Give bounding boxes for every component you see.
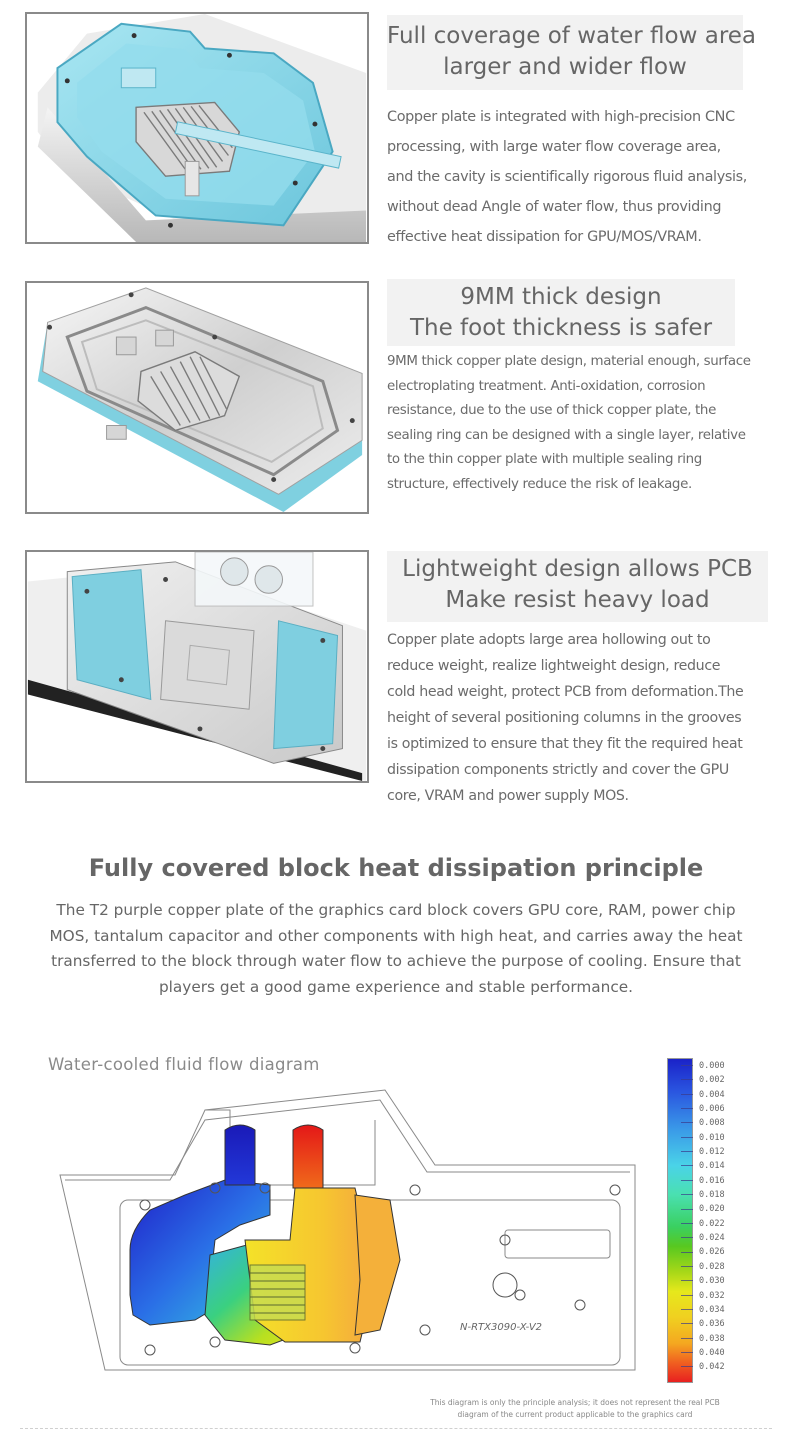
legend-tick <box>681 1093 693 1095</box>
text-line: electroplating treatment. Anti-oxidation… <box>387 378 706 394</box>
legend-tick <box>681 1151 693 1153</box>
text-line: MOS, tantalum capacitor and other compon… <box>49 926 743 945</box>
legend-label: 0.016 <box>699 1175 725 1186</box>
color-legend-bar <box>667 1058 693 1383</box>
heading-line: 9MM thick design <box>460 284 662 310</box>
text-line: resistance, due to the use of thick copp… <box>387 403 716 418</box>
text-line: dissipation components strictly and cove… <box>387 762 729 778</box>
legend-tick <box>681 1251 693 1253</box>
copper-plate-render <box>37 287 363 512</box>
legend-label: 0.030 <box>699 1276 725 1287</box>
text-line: Copper plate is integrated with high-pre… <box>387 109 735 125</box>
feature-image-lightweight <box>25 550 369 783</box>
legend-label: 0.000 <box>699 1061 725 1071</box>
legend-tick <box>681 1179 693 1181</box>
feature-image-thick-design <box>25 281 369 514</box>
text-line: transferred to the block through water f… <box>51 952 741 970</box>
legend-label: 0.002 <box>699 1075 725 1086</box>
text-line: height of several positioning columns in… <box>387 710 742 726</box>
text-line: processing, with large water flow covera… <box>387 139 721 155</box>
legend-tick <box>681 1323 693 1325</box>
heading-line: Lightweight design allows PCB <box>402 556 753 582</box>
text-line: This diagram is only the principle analy… <box>430 1398 720 1407</box>
feature-heading-thick-design: 9MM thick design The foot thickness is s… <box>387 279 735 346</box>
legend-label: 0.012 <box>699 1147 725 1158</box>
text-line: The T2 purple copper plate of the graphi… <box>56 901 736 919</box>
principle-text: The T2 purple copper plate of the graphi… <box>0 898 792 1000</box>
legend-label: 0.032 <box>699 1290 725 1301</box>
diagram-title: Water-cooled fluid flow diagram <box>48 1055 320 1074</box>
legend-tick <box>681 1079 693 1081</box>
legend-label: 0.042 <box>699 1362 725 1373</box>
legend-tick <box>681 1208 693 1210</box>
text-line: reduce weight, realize lightweight desig… <box>387 658 721 674</box>
legend-tick <box>681 1308 693 1310</box>
heading-line: The foot thickness is safer <box>409 315 713 341</box>
legend-tick <box>681 1352 693 1353</box>
text-line: and the cavity is scientifically rigorou… <box>387 169 748 185</box>
feature-text-thick-design: 9MM thick copper plate design, material … <box>387 350 751 497</box>
legend-tick <box>681 1136 693 1138</box>
text-line: diagram of the current product applicabl… <box>457 1410 693 1419</box>
legend-label: 0.036 <box>699 1319 725 1330</box>
legend-tick <box>681 1366 693 1368</box>
legend-tick <box>681 1280 693 1282</box>
legend-label: 0.006 <box>699 1104 725 1115</box>
heading-line: Make resist heavy load <box>445 587 710 613</box>
legend-label: 0.024 <box>699 1233 725 1244</box>
color-legend-labels: 0.000 0.002 0.004 0.006 0.008 0.010 0.01… <box>699 1061 725 1377</box>
legend-tick <box>681 1165 693 1167</box>
legend-tick <box>681 1265 693 1267</box>
legend-label: 0.026 <box>699 1247 725 1258</box>
text-line: structure, effectively reduce the risk o… <box>387 476 692 492</box>
legend-label: 0.018 <box>699 1190 725 1201</box>
legend-label: 0.004 <box>699 1089 725 1100</box>
feature-heading-lightweight: Lightweight design allows PCB Make resis… <box>387 551 768 622</box>
fluid-flow-diagram: N-RTX3090-X-V2 <box>59 1089 636 1371</box>
text-line: to the thin copper plate with multiple s… <box>387 452 702 467</box>
text-line: 9MM thick copper plate design, material … <box>387 354 751 369</box>
text-line: cold head weight, protect PCB from defor… <box>387 684 744 700</box>
legend-label: 0.020 <box>699 1204 725 1215</box>
text-line: without dead Angle of water flow, thus p… <box>387 199 722 215</box>
legend-tick <box>681 1294 693 1296</box>
legend-label: 0.010 <box>699 1132 725 1143</box>
legend-tick <box>681 1122 693 1124</box>
backplate-render <box>27 552 367 781</box>
text-line: Copper plate adopts large area hollowing… <box>387 632 711 648</box>
waterblock-top-render <box>37 14 367 242</box>
feature-image-water-flow <box>25 12 369 244</box>
legend-label: 0.034 <box>699 1304 725 1315</box>
feature-heading-water-flow: Full coverage of water flow area larger … <box>387 15 757 90</box>
feature-text-lightweight: Copper plate adopts large area hollowing… <box>387 627 744 809</box>
legend-label: 0.014 <box>699 1161 725 1172</box>
model-label: N-RTX3090-X-V2 <box>460 1322 542 1333</box>
legend-label: 0.028 <box>699 1261 725 1272</box>
bottom-divider <box>20 1428 772 1429</box>
feature-text-water-flow: Copper plate is integrated with high-pre… <box>387 102 747 252</box>
diagram-footnote: This diagram is only the principle analy… <box>360 1397 790 1421</box>
text-line: effective heat dissipation for GPU/MOS/V… <box>387 229 702 245</box>
legend-tick <box>681 1222 693 1224</box>
legend-label: 0.038 <box>699 1333 725 1344</box>
legend-tick <box>681 1194 693 1196</box>
legend-tick <box>681 1337 693 1339</box>
legend-tick <box>681 1237 693 1239</box>
legend-label: 0.040 <box>699 1347 725 1358</box>
heading-line: Full coverage of water flow area <box>387 23 757 49</box>
principle-title: Fully covered block heat dissipation pri… <box>88 854 704 882</box>
legend-tick <box>681 1108 693 1110</box>
heading-line: larger and wider flow <box>443 54 687 80</box>
legend-tick <box>681 1065 693 1066</box>
text-line: players get a good game experience and s… <box>158 977 634 996</box>
legend-label: 0.008 <box>699 1118 725 1129</box>
text-line: sealing ring can be designed with a sing… <box>387 427 746 443</box>
legend-label: 0.022 <box>699 1218 725 1229</box>
text-line: is optimized to ensure that they fit the… <box>387 736 743 752</box>
text-line: core, VRAM and power supply MOS. <box>387 788 629 804</box>
